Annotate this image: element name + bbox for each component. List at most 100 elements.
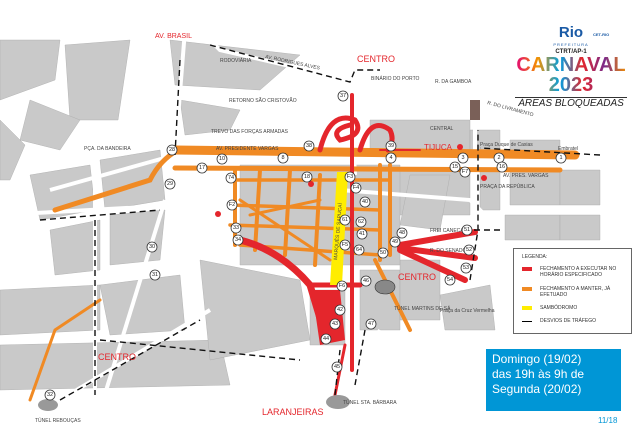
metro-icon <box>457 144 463 150</box>
marker: 39 <box>385 140 397 152</box>
svg-text:54: 54 <box>447 277 453 283</box>
brand-sub: PREFEITURA <box>553 42 589 47</box>
marker: 44 <box>320 333 332 345</box>
svg-text:46: 46 <box>363 278 369 284</box>
marker: 3 <box>457 152 469 164</box>
closure-markers: 1 2 3 4 8 10 15 16 17 F7 18 28 29 F2 74 … <box>44 90 567 401</box>
svg-text:61: 61 <box>342 217 348 223</box>
svg-text:4: 4 <box>389 155 392 161</box>
header-logo: Rio PREFEITURA CET-RIO CTRT/AP-1 CARNAVA… <box>515 24 627 109</box>
tunnel-reboucas-icon <box>38 399 58 411</box>
svg-text:53: 53 <box>463 265 469 271</box>
marker: 43 <box>329 318 341 330</box>
label-tunel-barbara: TÚNEL STA. BÁRBARA <box>343 399 397 406</box>
region-centro-top: CENTRO <box>357 54 395 64</box>
svg-text:30: 30 <box>149 244 155 250</box>
marker: 32 <box>44 389 56 401</box>
marker: F2 <box>226 199 238 211</box>
region-tijuca: TIJUCA <box>424 143 453 152</box>
marker: 33 <box>230 222 242 234</box>
svg-text:18: 18 <box>304 174 310 180</box>
page-number: 11/18 <box>598 416 618 425</box>
svg-text:28: 28 <box>169 147 175 153</box>
marker: 62 <box>355 216 367 228</box>
label-pres-vargas: AV. PRESIDENTE VARGAS <box>216 146 279 152</box>
svg-text:51: 51 <box>464 227 470 233</box>
svg-text:49: 49 <box>392 239 398 245</box>
marker: 61 <box>339 214 351 226</box>
schedule-line-2: das 19h às 9h de <box>492 367 585 381</box>
label-embratel: Embratel <box>558 146 578 152</box>
region-centro-left: CENTRO <box>98 352 136 362</box>
schedule-box: Domingo (19/02) das 19h às 9h de Segunda… <box>486 349 621 411</box>
svg-text:74: 74 <box>228 175 234 181</box>
marker: 4 <box>385 152 397 164</box>
label-trevo: TREVO DAS FORÇAS ARMADAS <box>211 129 289 135</box>
svg-text:F3: F3 <box>347 174 353 180</box>
svg-text:44: 44 <box>323 336 329 342</box>
svg-text:1: 1 <box>559 155 562 161</box>
svg-text:16: 16 <box>499 164 505 170</box>
label-praca-caxias: Praça Duque de Caxias <box>480 142 533 148</box>
marker: 15 <box>449 161 461 173</box>
marker: 34 <box>232 234 244 246</box>
tunnel-livramento-icon <box>470 100 480 120</box>
svg-text:32: 32 <box>47 392 53 398</box>
svg-text:33: 33 <box>233 225 239 231</box>
metro-icon <box>308 181 314 187</box>
label-binario: BINÁRIO DO PORTO <box>371 75 420 82</box>
region-laranjeiras: LARANJEIRAS <box>262 407 324 417</box>
label-praca-cruz: Praça da Cruz Vermelha <box>440 308 495 314</box>
svg-text:62: 62 <box>358 219 364 225</box>
closures-scheduled <box>236 93 478 397</box>
svg-text:F5: F5 <box>342 242 348 248</box>
brand-name: Rio <box>558 24 584 41</box>
legend: LEGENDA: FECHAMENTO A EXECUTAR NO HORÁRI… <box>513 248 632 334</box>
svg-text:48: 48 <box>399 230 405 236</box>
marker: 18 <box>301 171 313 183</box>
tunnel-barbara-icon <box>326 395 350 409</box>
label-tunel-martins: TÚNEL MARTINS DE SÁ <box>394 305 451 312</box>
svg-text:31: 31 <box>152 272 158 278</box>
event-title: CARNAVAL 2023 <box>516 54 626 96</box>
label-praca-bandeira: PÇA. DA BANDEIRA <box>84 146 131 152</box>
label-caneca: FREI CANECA <box>430 228 464 234</box>
marker: 52 <box>463 244 475 256</box>
svg-text:F4: F4 <box>353 185 359 191</box>
marker: 28 <box>166 144 178 156</box>
legend-item-detours: DESVIOS DE TRÁFEGO <box>522 318 625 324</box>
marker: 38 <box>303 140 315 152</box>
marker: 40 <box>359 196 371 208</box>
label-pres-vargas-east: AV. PRES. VARGAS <box>503 173 549 179</box>
legend-item-scheduled: FECHAMENTO A EXECUTAR NO HORÁRIO ESPECIF… <box>522 266 625 278</box>
marker: 2 <box>493 152 505 164</box>
traffic-detours <box>39 44 601 401</box>
marker: 41 <box>356 228 368 240</box>
svg-text:64: 64 <box>356 247 362 253</box>
marker: 10 <box>216 153 228 165</box>
marker: F5 <box>339 239 351 251</box>
marker: F3 <box>344 171 356 183</box>
region-centro-mid: CENTRO <box>398 272 436 282</box>
marker: 45 <box>331 361 343 373</box>
label-rodoviaria: RODOVIÁRIA <box>220 57 252 64</box>
marker: 64 <box>353 244 365 256</box>
metro-icons <box>215 144 487 217</box>
marker: 1 <box>555 152 567 164</box>
marker: 53 <box>460 262 472 274</box>
city-blocks <box>0 39 601 391</box>
arrow-right-icon <box>522 321 532 322</box>
svg-text:41: 41 <box>359 231 365 237</box>
svg-text:42: 42 <box>337 307 343 313</box>
metro-icon <box>215 211 221 217</box>
svg-text:F6: F6 <box>339 283 345 289</box>
marker: 31 <box>149 269 161 281</box>
svg-text:39: 39 <box>388 143 394 149</box>
marker: 29 <box>164 178 176 190</box>
label-gamboa: R. DA GAMBOA <box>435 79 472 85</box>
svg-text:45: 45 <box>334 364 340 370</box>
svg-text:3: 3 <box>461 155 464 161</box>
marker: 51 <box>461 224 473 236</box>
region-av-brasil: AV. BRASIL <box>155 33 192 40</box>
